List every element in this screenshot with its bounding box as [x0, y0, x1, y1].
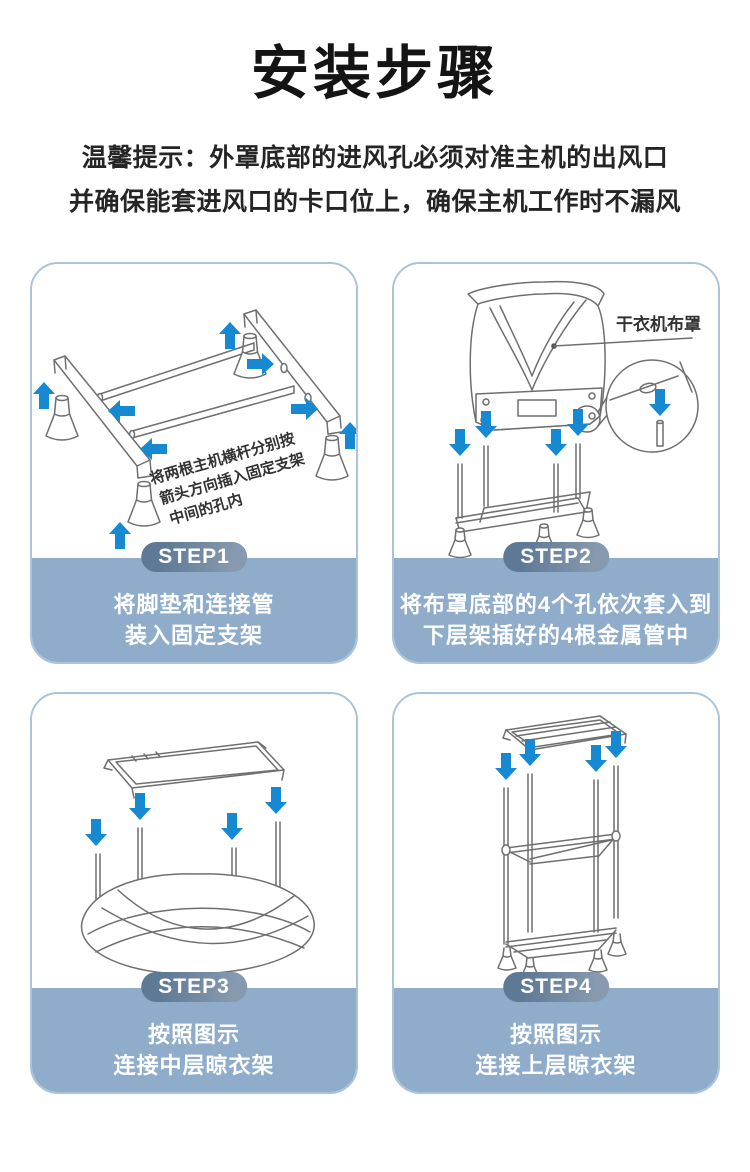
top-frame: [502, 715, 627, 751]
foot-right: [315, 434, 349, 481]
top-rack-diagram: [495, 715, 627, 981]
arrow-up-icon: [219, 321, 241, 349]
metal-pole: [613, 765, 619, 919]
arrow-down-icon: [265, 786, 287, 814]
step2-desc-line-1: 将布罩底部的4个孔依次套入到: [399, 591, 713, 617]
step3-illustration: [32, 693, 356, 988]
steps-grid: 将两根主机横杆分别按 箭头方向插入固定支架 中间的孔内 STEP1 将脚垫和连接…: [30, 261, 722, 1094]
cloth-bundle: [80, 872, 315, 975]
step3-desc-line-1: 按照图示: [147, 1021, 240, 1047]
metal-pole: [457, 463, 463, 519]
arrow-down-icon: [545, 428, 567, 456]
step1-desc-line-1: 将脚垫和连接管: [113, 591, 275, 617]
middle-rack-diagram: [80, 741, 315, 975]
bottom-frame: [497, 927, 627, 981]
step2-panel: STEP2 将布罩底部的4个孔依次套入到 下层架插好的4根金属管中: [394, 541, 718, 662]
step4-illustration: [394, 693, 718, 988]
step2-badge: STEP2: [503, 541, 609, 572]
step1-illustration: 将两根主机横杆分别按 箭头方向插入固定支架 中间的孔内: [32, 263, 356, 558]
step2-card: 干衣机布罩: [392, 261, 720, 664]
step3-badge: STEP3: [141, 971, 247, 1002]
arrow-down-icon: [495, 752, 517, 780]
step3-panel: STEP3 按照图示 连接中层晾衣架: [32, 971, 356, 1092]
cover-diagram: 干衣机布罩: [448, 280, 701, 558]
cover-label: 干衣机布罩: [616, 314, 701, 334]
leader-line: [553, 337, 693, 347]
arrow-down-icon: [85, 818, 107, 846]
arrow-down-icon: [449, 428, 471, 456]
arrow-down-icon: [585, 744, 607, 772]
foot: [448, 527, 472, 558]
step1-panel: STEP1 将脚垫和连接管 装入固定支架: [32, 541, 356, 662]
step1-desc-line-2: 装入固定支架: [124, 622, 263, 648]
left-rail: [53, 355, 151, 467]
foot: [588, 949, 608, 973]
arrow-up-icon: [33, 381, 55, 409]
step4-desc-line-1: 按照图示: [509, 1021, 602, 1047]
step3-desc-line-2: 连接中层晾衣架: [113, 1052, 275, 1078]
cover-hole: [639, 382, 657, 394]
step2-illustration: 干衣机布罩: [394, 263, 718, 558]
middle-frame: [501, 830, 621, 865]
arrow-down-icon: [129, 792, 151, 820]
step1-badge: STEP1: [141, 541, 247, 572]
metal-pole: [553, 463, 559, 513]
metal-pole: [483, 445, 489, 507]
foot: [497, 947, 517, 971]
arrow-up-icon: [109, 521, 131, 549]
arrow-down-icon: [221, 812, 243, 840]
step1-card: 将两根主机横杆分别按 箭头方向插入固定支架 中间的孔内 STEP1 将脚垫和连接…: [30, 261, 358, 664]
cover-bottom-panel: [475, 387, 603, 431]
tip-line-1: 温馨提示：外罩底部的进风孔必须对准主机的出风口: [81, 143, 669, 172]
page-title: 安装步骤: [250, 41, 499, 106]
cross-tube-bottom: [131, 385, 295, 439]
foot: [607, 933, 627, 957]
cover-fold-v: [489, 299, 587, 391]
middle-frame: [103, 741, 285, 799]
step4-desc-line-2: 连接上层晾衣架: [475, 1052, 637, 1078]
base-frame-diagram: 将两根主机横杆分别按 箭头方向插入固定支架 中间的孔内: [33, 309, 356, 549]
metal-pole: [527, 773, 533, 933]
base-frame: [455, 491, 591, 533]
foot-front: [127, 480, 161, 527]
step4-badge: STEP4: [503, 971, 609, 1002]
foot-left: [45, 394, 79, 441]
step4-card: STEP4 按照图示 连接上层晾衣架: [392, 691, 720, 1094]
step1-note: 将两根主机横杆分别按 箭头方向插入固定支架 中间的孔内: [148, 429, 307, 528]
step3-card: STEP3 按照图示 连接中层晾衣架: [30, 691, 358, 1094]
metal-pole: [575, 443, 581, 499]
cross-tube-top: [99, 342, 255, 402]
step2-desc-line-2: 下层架插好的4根金属管中: [422, 622, 690, 648]
metal-pole: [503, 787, 509, 945]
tip-line-2: 并确保能套进风口的卡口位上，确保主机工作时不漏风: [68, 187, 681, 216]
step4-panel: STEP4 按照图示 连接上层晾衣架: [394, 971, 718, 1092]
